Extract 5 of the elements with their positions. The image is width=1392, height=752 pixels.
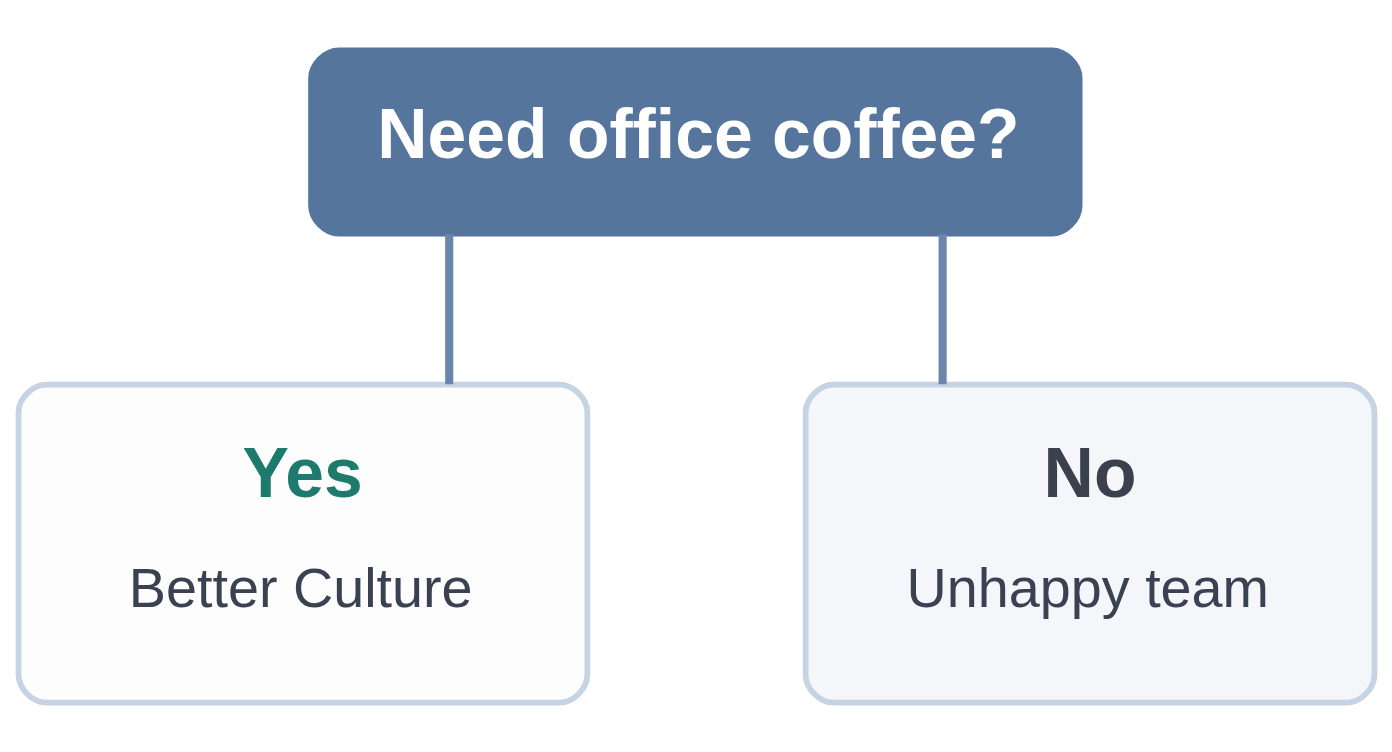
node-box: Need office coffee? — [307, 46, 1082, 237]
node-box: Yes Better Culture — [15, 381, 590, 706]
connector — [444, 233, 453, 384]
connector — [938, 233, 947, 384]
node-box: No Unhappy team — [802, 381, 1377, 706]
